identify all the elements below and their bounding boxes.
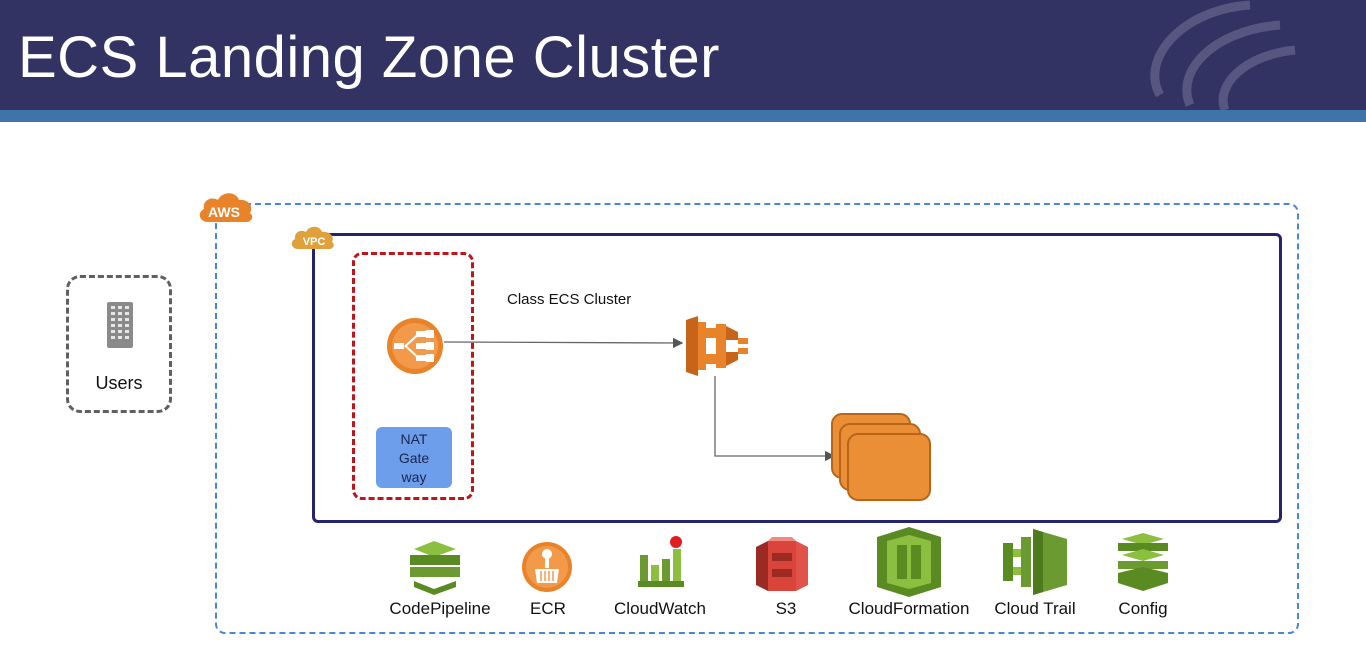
vpc-badge-label: VPC xyxy=(303,236,326,248)
public-subnet-boundary xyxy=(352,252,474,500)
header-bar: ECS Landing Zone Cluster xyxy=(0,0,1366,110)
s3-icon xyxy=(756,537,808,591)
service-label-cloudformation: CloudFormation xyxy=(848,599,970,618)
service-label-config: Config xyxy=(1118,599,1168,618)
cloudformation-icon xyxy=(877,527,941,597)
codepipeline-icon xyxy=(410,541,460,595)
users-group xyxy=(66,275,172,413)
cluster-label: Class ECS Cluster xyxy=(507,291,632,308)
service-label-cloudtrail: Cloud Trail xyxy=(994,599,1076,618)
users-label: Users xyxy=(95,373,143,393)
aws-boundary xyxy=(215,203,1299,634)
brand-logo-icon xyxy=(1150,0,1296,110)
vpc-cloud-icon: VPC xyxy=(291,226,334,250)
service-label-codepipeline: CodePipeline xyxy=(389,599,491,618)
lb-to-ecs-arrow xyxy=(443,337,684,349)
ecs-to-instances-arrow xyxy=(714,376,836,462)
nat-gateway: NAT Gate way xyxy=(376,427,452,488)
ecs-icon xyxy=(686,316,748,376)
aws-cloud-icon: AWS xyxy=(199,193,253,223)
service-label-ecr: ECR xyxy=(530,599,566,618)
ecr-icon xyxy=(522,542,572,592)
service-label-cloudwatch: CloudWatch xyxy=(614,599,706,618)
vpc-boundary xyxy=(312,233,1282,523)
page-title: ECS Landing Zone Cluster xyxy=(18,25,720,90)
header-stripe xyxy=(0,110,1366,122)
ec2-instances-icon xyxy=(831,413,931,501)
load-balancer-icon xyxy=(387,318,443,374)
users-building-icon xyxy=(107,302,133,348)
cloudtrail-icon xyxy=(1003,529,1067,595)
aws-badge-label: AWS xyxy=(208,204,240,220)
config-icon xyxy=(1118,533,1168,591)
cloudwatch-icon xyxy=(638,536,684,587)
service-label-s3: S3 xyxy=(775,599,797,618)
